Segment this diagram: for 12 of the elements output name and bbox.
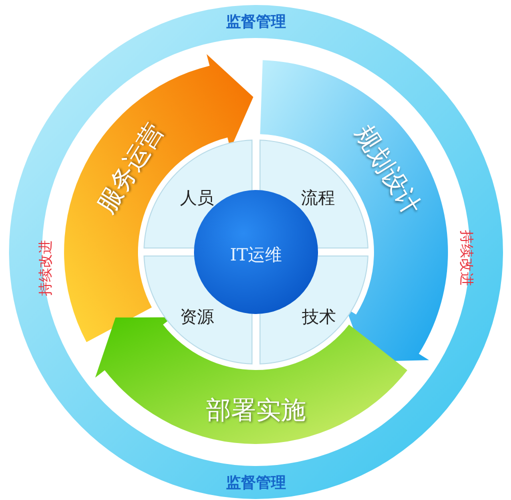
quadrant-label: 流程	[301, 190, 335, 208]
arrow-label: 服务运营	[92, 118, 168, 218]
side-label: 持续改进	[459, 230, 473, 286]
ring-label: 监督管理	[226, 476, 286, 490]
quadrant-label: 人员	[180, 190, 214, 208]
arrow-label: 规划设计	[350, 120, 426, 220]
ring-label: 监督管理	[226, 14, 286, 30]
quadrant-label: 资源	[180, 310, 214, 326]
center-label: IT运维	[230, 248, 282, 264]
side-label: 持续改进	[39, 240, 53, 296]
arrow-label: 部署实施	[206, 398, 306, 422]
quadrant-label: 技术	[302, 310, 336, 326]
